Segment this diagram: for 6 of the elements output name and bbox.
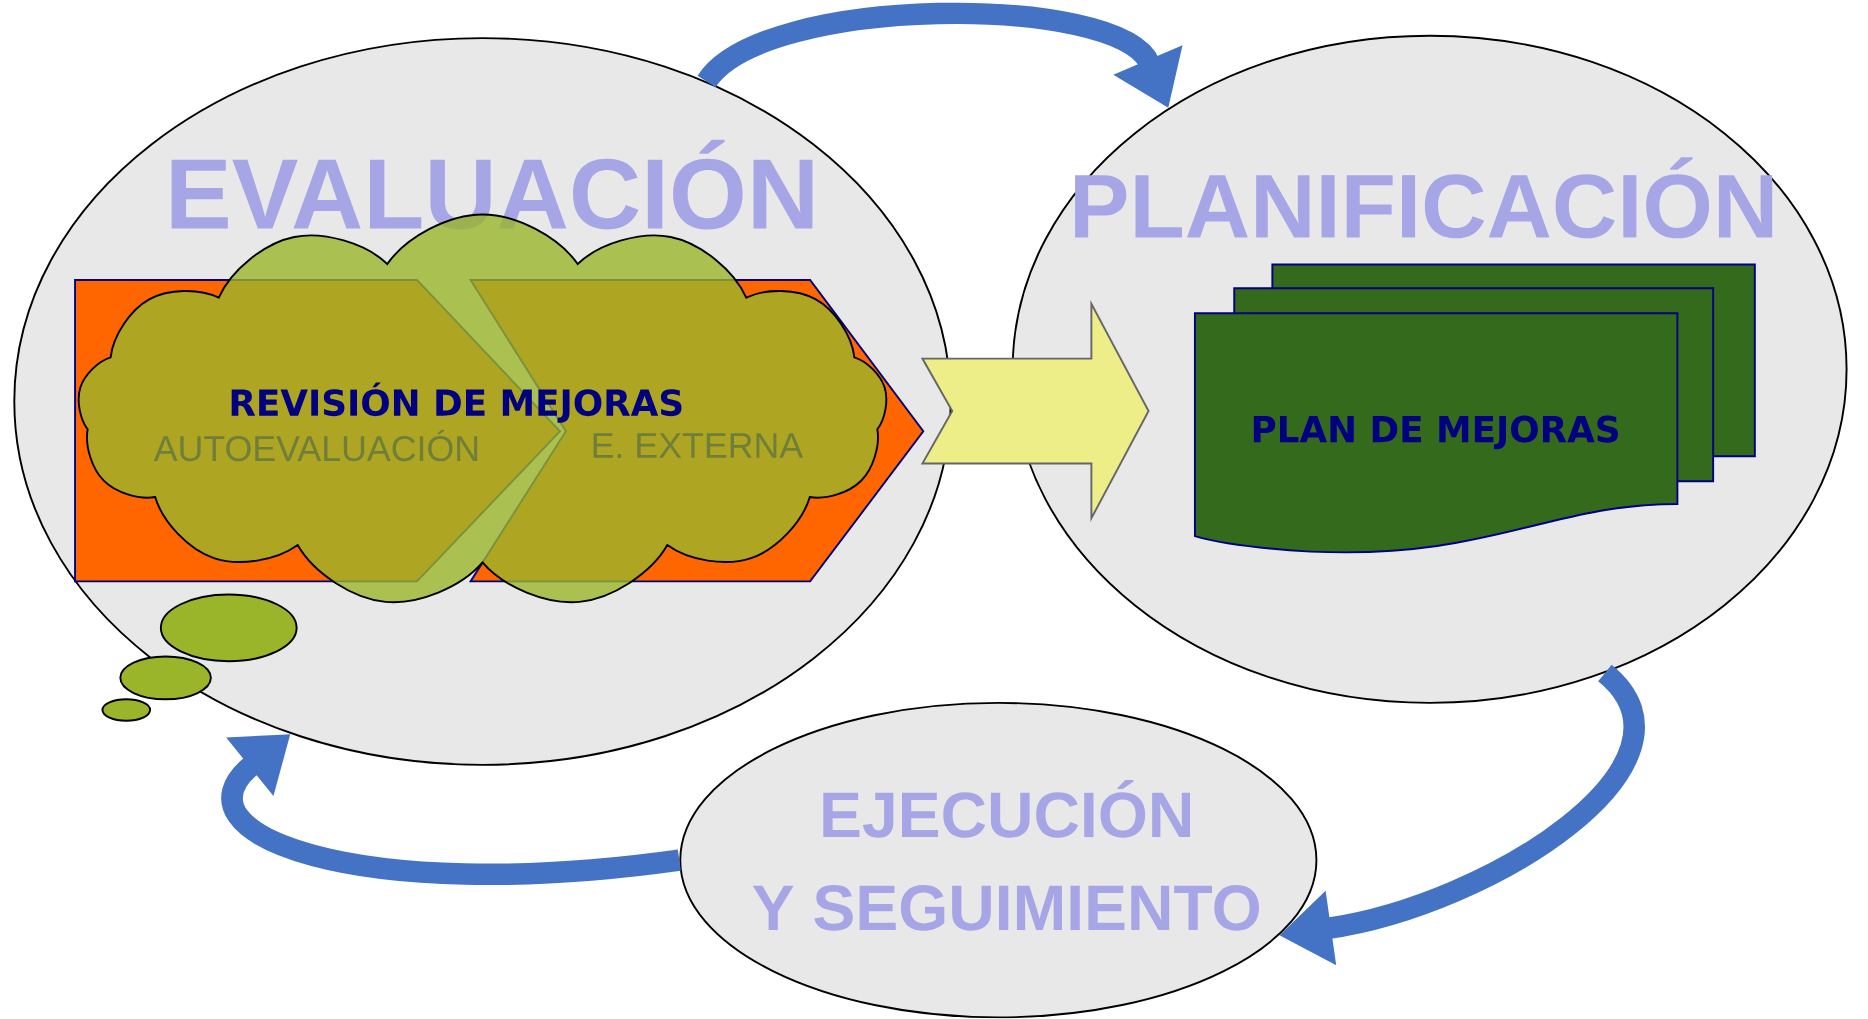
heading: PLANIFICACIÓN xyxy=(1075,157,1773,239)
heading: EJECUCIÓN Y SEGUIMIENTO xyxy=(752,780,1259,931)
document-stack: PLAN DE MEJORAS xyxy=(1193,263,1756,554)
heading: EVALUACIÓN xyxy=(171,140,813,230)
curved-arrow xyxy=(221,734,681,885)
block-arrow xyxy=(920,300,1150,523)
